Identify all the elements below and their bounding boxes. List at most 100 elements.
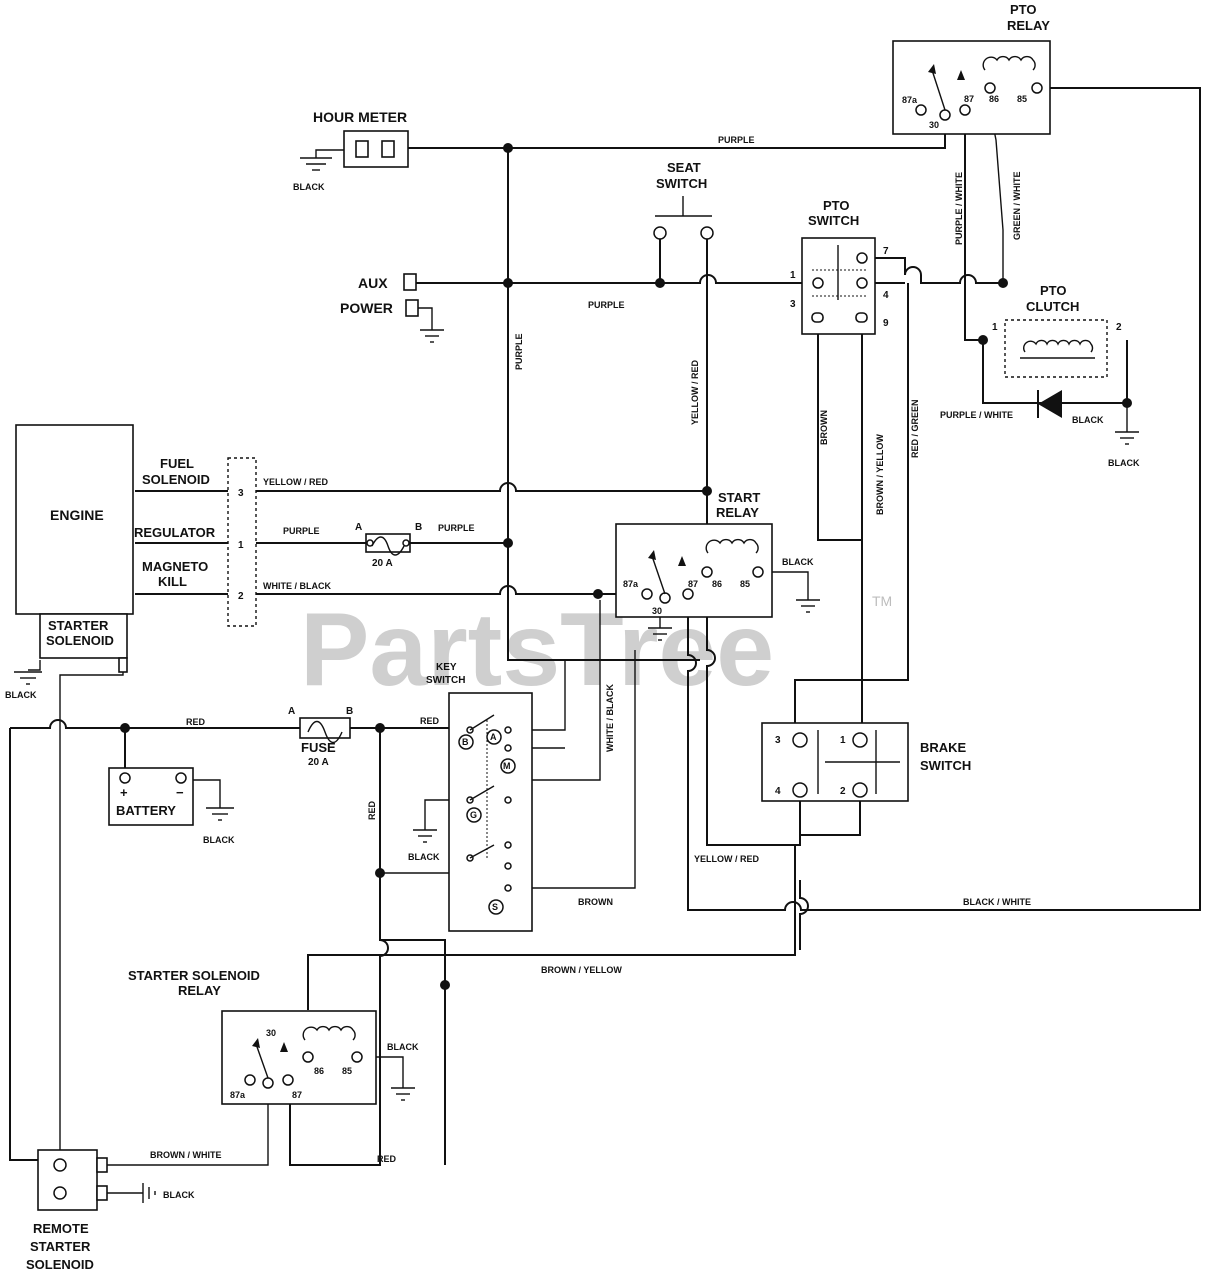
ssr-black-label: BLACK [387,1042,419,1052]
hour-meter-label: HOUR METER [313,109,407,125]
pto-relay-pin-87: 87 [964,94,974,104]
pto-switch-pin-7: 7 [883,246,889,257]
rss-label-1: REMOTE [33,1221,89,1236]
wire-label-yellow-red-vert: YELLOW / RED [690,360,700,426]
ground-icon [300,157,332,171]
wire-label-yellow-red-fuel: YELLOW / RED [263,477,329,487]
fuel-solenoid-label-2: SOLENOID [142,472,210,487]
fuse-label: FUSE [301,740,336,755]
key-pin-b: B [462,737,469,747]
starter-relay-label-1: STARTER SOLENOID [128,968,260,983]
pto-relay-pin-86: 86 [989,94,999,104]
pto-relay-label-2: RELAY [1007,18,1050,33]
seat-switch-label-1: SEAT [667,160,701,175]
pto-clutch-label-1: PTO [1040,283,1067,298]
seat-switch-label-2: SWITCH [656,176,707,191]
magneto-kill-label-1: MAGNETO [142,559,208,574]
wire-label-yellow-red-bottom: YELLOW / RED [694,854,760,864]
rss-label-3: SOLENOID [26,1257,94,1272]
brake-pin-2: 2 [840,786,846,797]
wire-label-black-white: BLACK / WHITE [963,897,1031,907]
aux-power: AUX POWER [340,273,444,343]
junctions [120,143,1132,990]
clutch-black-label: BLACK [1072,415,1104,425]
brake-switch-label-2: SWITCH [920,758,971,773]
wire-label-purple-vert: PURPLE [514,333,524,370]
fuse2-pin-b: B [415,522,422,533]
key-pin-s: S [492,902,498,912]
start-relay-pin-85: 85 [740,579,750,589]
pto-relay: PTO RELAY 87a 30 87 86 85 [892,2,1051,135]
ground-icon [206,807,234,821]
ssr-pin-86: 86 [314,1066,324,1076]
pto-switch-label-1: PTO [823,198,850,213]
pto-clutch-pin-1: 1 [992,322,998,333]
rss-black-label: BLACK [163,1190,195,1200]
clutch-ground-black-label: BLACK [1108,458,1140,468]
seat-switch: SEAT SWITCH [653,160,714,240]
wires [9,87,1201,1194]
wire-label-brown-vert: BROWN [819,410,829,445]
wire-label-brown-yellow-bottom: BROWN / YELLOW [541,965,622,975]
hour-meter: HOUR METER BLACK [293,109,409,192]
ssr-pin-85: 85 [342,1066,352,1076]
wire-label-brown-yellow-vert: BROWN / YELLOW [875,434,885,515]
pto-relay-pin-85: 85 [1017,94,1027,104]
ground-icon [648,627,672,641]
battery-label: BATTERY [116,803,176,818]
fuse-regulator: A B 20 A [355,522,422,569]
engine: ENGINE STARTER SOLENOID BLACK [5,424,134,700]
ground-icon [391,1087,415,1101]
aux-label: AUX [358,275,388,291]
conn-pin-1: 1 [238,540,244,551]
battery: + − BATTERY BLACK [108,767,235,845]
wire-label-purple-top: PURPLE [718,135,755,145]
starter-relay-label-2: RELAY [178,983,221,998]
pto-clutch-label-2: CLUTCH [1026,299,1079,314]
fuse-rating: 20 A [308,757,329,768]
wire-label-red-green-vert: RED / GREEN [910,399,920,458]
battery-ground-label: BLACK [203,835,235,845]
magneto-kill-label-2: KILL [158,574,187,589]
start-relay-pin-87: 87 [688,579,698,589]
start-relay-pin-86: 86 [712,579,722,589]
ssr-pin-30: 30 [266,1028,276,1038]
pto-relay-pin-87a: 87a [902,95,918,105]
rss-label-2: STARTER [30,1239,91,1254]
fuse-pin-b: B [346,706,353,717]
key-ground-label: BLACK [408,852,440,862]
starter-solenoid-label-2: SOLENOID [46,633,114,648]
engine-ground-label: BLACK [5,690,37,700]
start-relay-label-1: START [718,490,760,505]
ground-icon [14,671,42,685]
wire-label-brown-bottom: BROWN [578,897,613,907]
start-relay-pin-87a: 87a [623,579,639,589]
wire-label-purple-white-vert: PURPLE / WHITE [954,172,964,245]
wire-label-white-black: WHITE / BLACK [263,581,331,591]
fuse2-pin-a: A [355,522,362,533]
ground-icon [413,829,437,843]
battery-minus: − [176,785,184,800]
wire-label-red-bottom: RED [377,1154,397,1164]
pto-switch-pin-9: 9 [883,318,889,329]
wire-label-red-vert: RED [367,800,377,820]
wire-label-white-black-vert: WHITE / BLACK [605,684,615,752]
wire-label-red-key: RED [420,716,440,726]
ssr-pin-87a: 87a [230,1090,246,1100]
wire-labels: PURPLE PURPLE PURPLE YELLOW / RED BROWN … [150,135,1031,1164]
hour-meter-ground-label: BLACK [293,182,325,192]
wire-label-purple-aux: PURPLE [588,300,625,310]
watermark-tm: TM [872,593,892,609]
pto-switch-pin-3: 3 [790,299,796,310]
brake-pin-3: 3 [775,735,781,746]
fuel-solenoid-label-1: FUEL [160,456,194,471]
battery-plus: + [120,785,128,800]
engine-label: ENGINE [50,507,104,523]
key-pin-a: A [490,732,497,742]
wire-label-purple-reg: PURPLE [283,526,320,536]
engine-connector: 3 1 2 FUEL SOLENOID REGULATOR MAGNETO KI… [134,456,257,627]
starter-solenoid-relay: STARTER SOLENOID RELAY 87a 30 87 86 85 B… [128,968,419,1105]
ssr-pin-87: 87 [292,1090,302,1100]
ground-icon [1115,431,1139,445]
